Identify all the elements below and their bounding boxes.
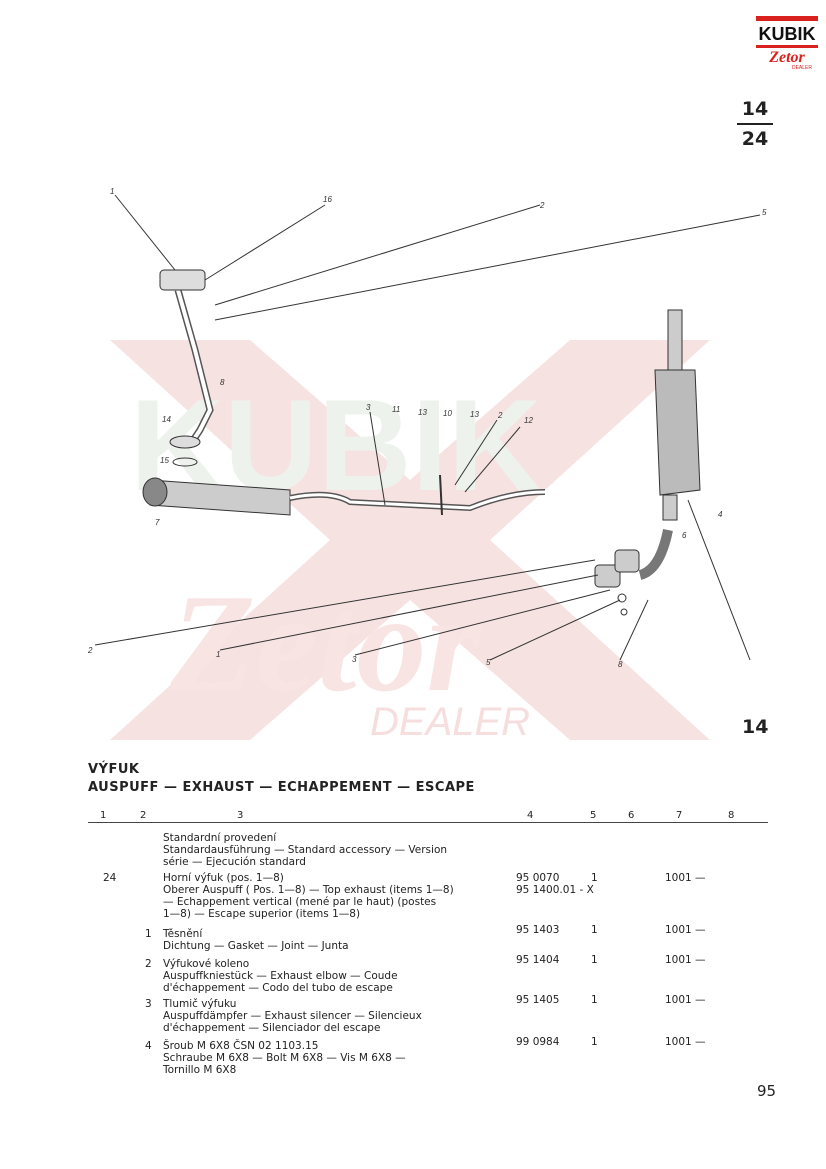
callout: 8 bbox=[220, 378, 225, 387]
callout: 13 bbox=[470, 410, 479, 419]
callout: 1 bbox=[110, 187, 114, 196]
callout: 5 bbox=[486, 658, 491, 667]
desc-line: Auspuffkniestück — Exhaust elbow — Coude bbox=[163, 970, 398, 982]
table-row: Horní výfuk (pos. 1—8) Oberer Auspuff ( … bbox=[163, 872, 454, 920]
table-row: Těsnění Dichtung — Gasket — Joint — Junt… bbox=[163, 928, 349, 952]
callout: 16 bbox=[323, 195, 332, 204]
page-ref-top: 14 bbox=[741, 98, 769, 120]
kubik-zetor-logo: KUBIK Zetor DEALER bbox=[756, 16, 818, 71]
model-code: 1001 — bbox=[665, 872, 706, 884]
exhaust-exploded-drawing: 1 16 2 5 8 14 15 7 3 11 13 10 13 2 12 4 … bbox=[87, 187, 767, 669]
row-number: 24 bbox=[103, 872, 117, 884]
part-number: 95 1403 bbox=[516, 924, 560, 936]
col-header-3: 3 bbox=[237, 810, 244, 821]
callout: 2 bbox=[539, 201, 545, 210]
figure-number: 14 bbox=[742, 716, 769, 738]
desc-line: Auspuffdämpfer — Exhaust silencer — Sile… bbox=[163, 1010, 422, 1022]
col-header-8: 8 bbox=[728, 810, 735, 821]
header-rule bbox=[88, 822, 768, 823]
intro-line: Standardní provedení bbox=[163, 832, 277, 844]
quantity: 1 bbox=[591, 994, 598, 1006]
part-line: 95 1400.01 - X bbox=[516, 884, 594, 896]
quantity: 1 bbox=[591, 1036, 598, 1048]
callout: 5 bbox=[762, 208, 767, 217]
page-ref-bottom: 24 bbox=[741, 128, 769, 150]
page-number: 95 bbox=[757, 1082, 777, 1100]
part-number: 95 0070 95 1400.01 - X bbox=[516, 872, 594, 896]
desc-line: Dichtung — Gasket — Joint — Junta bbox=[163, 940, 349, 952]
model-code: 1001 — bbox=[665, 954, 706, 966]
callout: 7 bbox=[155, 518, 160, 527]
item-number: 4 bbox=[145, 1040, 152, 1052]
callout: 1 bbox=[216, 650, 220, 659]
quantity: 1 bbox=[591, 954, 598, 966]
heading-cz: VÝFUK bbox=[88, 762, 140, 777]
item-number: 3 bbox=[145, 998, 152, 1010]
desc-line: Tornillo M 6X8 bbox=[163, 1064, 237, 1076]
table-row: Tlumič výfuku Auspuffdämpfer — Exhaust s… bbox=[163, 998, 422, 1034]
item-number: 2 bbox=[145, 958, 152, 970]
callout: 12 bbox=[524, 416, 533, 425]
desc-line: Schraube M 6X8 — Bolt M 6X8 — Vis M 6X8 … bbox=[163, 1052, 406, 1064]
intro-block: Standardní provedení Standardausführung … bbox=[163, 832, 447, 868]
table-row: Šroub M 6X8 ČSN 02 1103.15 Schraube M 6X… bbox=[163, 1040, 406, 1076]
col-header-7: 7 bbox=[676, 810, 683, 821]
callout: 10 bbox=[443, 409, 452, 418]
callout: 15 bbox=[160, 456, 169, 465]
heading-multilingual: AUSPUFF — EXHAUST — ECHAPPEMENT — ESCAPE bbox=[88, 780, 475, 795]
callout: 2 bbox=[497, 411, 503, 420]
quantity: 1 bbox=[591, 924, 598, 936]
item-number: 1 bbox=[145, 928, 152, 940]
svg-text:KUBIK: KUBIK bbox=[759, 24, 816, 44]
callout: 3 bbox=[366, 403, 371, 412]
desc-line: 1—8) — Escape superior (items 1—8) bbox=[163, 908, 361, 920]
callout: 2 bbox=[87, 646, 93, 655]
callout: 8 bbox=[618, 660, 623, 669]
callout: 3 bbox=[352, 655, 357, 664]
model-code: 1001 — bbox=[665, 994, 706, 1006]
fraction-line bbox=[737, 123, 773, 125]
desc-line: Oberer Auspuff ( Pos. 1—8) — Top exhaust… bbox=[163, 884, 454, 896]
desc-line: d'échappement — Silenciador del escape bbox=[163, 1022, 381, 1034]
desc-line: Tlumič výfuku bbox=[163, 998, 237, 1010]
col-header-4: 4 bbox=[527, 810, 534, 821]
desc-line: Těsnění bbox=[163, 928, 203, 940]
callout: 14 bbox=[162, 415, 171, 424]
part-number: 99 0984 bbox=[516, 1036, 560, 1048]
svg-text:DEALER: DEALER bbox=[370, 700, 530, 740]
svg-text:Zetor: Zetor bbox=[768, 49, 805, 66]
desc-line: d'échappement — Codo del tubo de escape bbox=[163, 982, 393, 994]
desc-line: Horní výfuk (pos. 1—8) bbox=[163, 872, 284, 884]
quantity: 1 bbox=[591, 872, 598, 884]
col-header-1: 1 bbox=[100, 810, 107, 821]
part-number: 95 1404 bbox=[516, 954, 560, 966]
model-code: 1001 — bbox=[665, 924, 706, 936]
table-row: Výfukové koleno Auspuffkniestück — Exhau… bbox=[163, 958, 398, 994]
callout: 4 bbox=[718, 510, 723, 519]
intro-line: série — Ejecución standard bbox=[163, 856, 306, 868]
callout: 6 bbox=[682, 531, 687, 540]
intro-line: Standardausführung — Standard accessory … bbox=[163, 844, 448, 856]
desc-line: Šroub M 6X8 ČSN 02 1103.15 bbox=[163, 1040, 319, 1052]
svg-text:DEALER: DEALER bbox=[792, 65, 812, 71]
part-number: 95 1405 bbox=[516, 994, 560, 1006]
col-header-5: 5 bbox=[590, 810, 597, 821]
svg-text:Zetor: Zetor bbox=[169, 566, 483, 721]
callout: 11 bbox=[392, 405, 400, 414]
callout: 13 bbox=[418, 408, 427, 417]
part-line: 95 0070 bbox=[516, 872, 560, 884]
col-header-2: 2 bbox=[140, 810, 147, 821]
desc-line: Výfukové koleno bbox=[163, 958, 250, 970]
model-code: 1001 — bbox=[665, 1036, 706, 1048]
page-reference: 14 24 bbox=[735, 98, 775, 150]
col-header-6: 6 bbox=[628, 810, 635, 821]
desc-line: — Echappement vertical (mené par le haut… bbox=[163, 896, 437, 908]
